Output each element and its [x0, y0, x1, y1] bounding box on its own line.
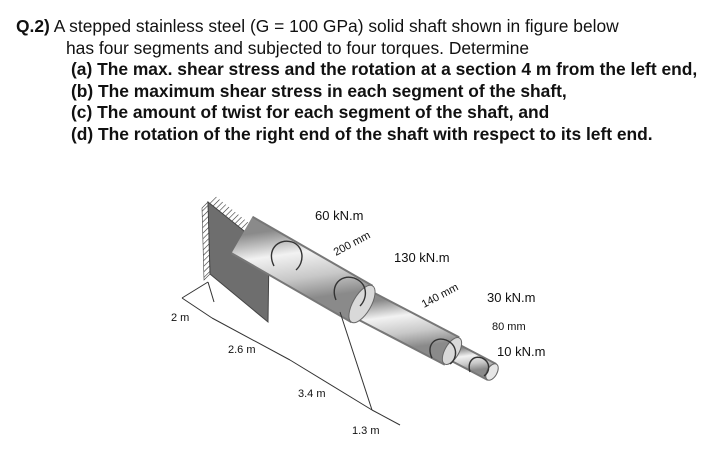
question-part-a: (a) The max. shear stress and the rotati…: [71, 59, 698, 80]
question-part-b: (b) The maximum shear stress in each seg…: [71, 80, 567, 101]
question-number: Q.2): [16, 16, 50, 36]
length-label-3: 3.4 m: [298, 388, 326, 400]
torque-label-2: 130 kN.m: [394, 250, 450, 265]
question-part-c: (c) The amount of twist for each segment…: [71, 102, 550, 123]
length-label-2: 2.6 m: [228, 344, 256, 356]
torque-arrow-4: [468, 356, 490, 377]
diameter-label-1: 200 mm: [332, 229, 373, 258]
question-intro-line1: Q.2) A stepped stainless steel (G = 100 …: [16, 16, 716, 38]
diameter-label-2: 140 mm: [420, 281, 461, 310]
torque-arrow-3: [429, 338, 457, 365]
question-intro-text1: A stepped stainless steel (G = 100 GPa) …: [53, 16, 619, 36]
question-block: Q.2) A stepped stainless steel (G = 100 …: [16, 16, 716, 146]
length-label-1: 2 m: [171, 312, 189, 324]
torque-label-1: 60 kN.m: [315, 208, 363, 223]
torque-arrow-1: [270, 240, 303, 271]
question-part-d: (d) The rotation of the right end of the…: [71, 123, 653, 144]
length-label-4: 1.3 m: [352, 425, 380, 437]
dimension-lines: [181, 281, 401, 426]
diameter-label-3: 80 mm: [492, 321, 526, 333]
torque-arrows: [270, 240, 490, 377]
torque-label-3: 30 kN.m: [487, 290, 535, 305]
torque-arrow-2: [333, 276, 367, 307]
question-intro-line2: has four segments and subjected to four …: [66, 37, 530, 58]
torque-label-4: 10 kN.m: [497, 344, 545, 359]
stepped-shaft: [231, 215, 499, 381]
